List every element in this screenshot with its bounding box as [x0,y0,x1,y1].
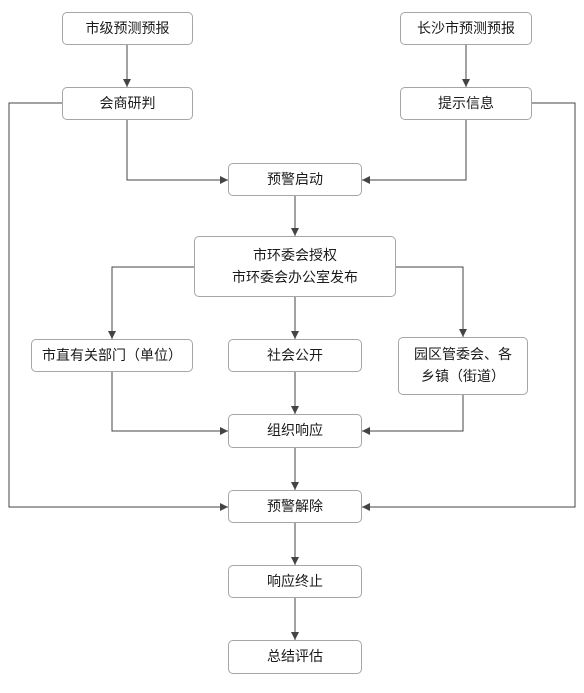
node-prompt-info-label: 提示信息 [438,95,494,112]
node-warning-start: 预警启动 [228,163,362,196]
node-public-release: 社会公开 [228,339,362,372]
node-summary-eval: 总结评估 [228,640,362,674]
arrow-authorize-to-park [396,266,467,337]
node-changsha-forecast-label: 长沙市预测预报 [417,20,515,37]
node-city-forecast: 市级预测预报 [62,12,193,45]
arrow-park-to-response [362,395,464,435]
node-warning-start-label: 预警启动 [267,171,323,188]
node-warning-release-label: 预警解除 [267,498,323,515]
node-organize-response: 组织响应 [228,414,362,448]
node-park-townships: 园区管委会、各 乡镇（街道） [398,337,528,395]
node-changsha-forecast: 长沙市预测预报 [400,12,532,45]
node-park-line1: 园区管委会、各 [414,347,512,363]
arrow-prompt-to-start [362,120,467,184]
node-summary-eval-label: 总结评估 [267,649,323,665]
node-city-forecast-label: 市级预测预报 [85,20,170,37]
node-authorize-release: 市环委会授权 市环委会办公室发布 [194,236,396,297]
node-warning-release: 预警解除 [228,490,362,523]
arrow-consultation-bypass-to-release [8,102,228,511]
node-park-line2: 乡镇（街道） [421,369,505,385]
node-authorize-line1: 市环委会授权 [253,247,337,264]
node-public-release-label: 社会公开 [267,347,323,364]
node-city-departments-label: 市直有关部门（单位） [42,347,182,364]
arrow-consultation-to-start [126,120,228,184]
node-consultation: 会商研判 [62,87,193,120]
arrow-authorize-to-departments [108,266,194,339]
arrow-departments-to-response [111,372,228,435]
node-city-departments: 市直有关部门（单位） [31,339,193,372]
node-response-end: 响应终止 [228,565,362,598]
node-consultation-label: 会商研判 [99,95,156,112]
arrow-prompt-bypass-to-release [362,102,576,511]
node-response-end-label: 响应终止 [267,573,323,590]
node-prompt-info: 提示信息 [400,87,532,120]
node-organize-response-label: 组织响应 [267,423,323,439]
node-authorize-line2: 市环委会办公室发布 [232,269,358,286]
